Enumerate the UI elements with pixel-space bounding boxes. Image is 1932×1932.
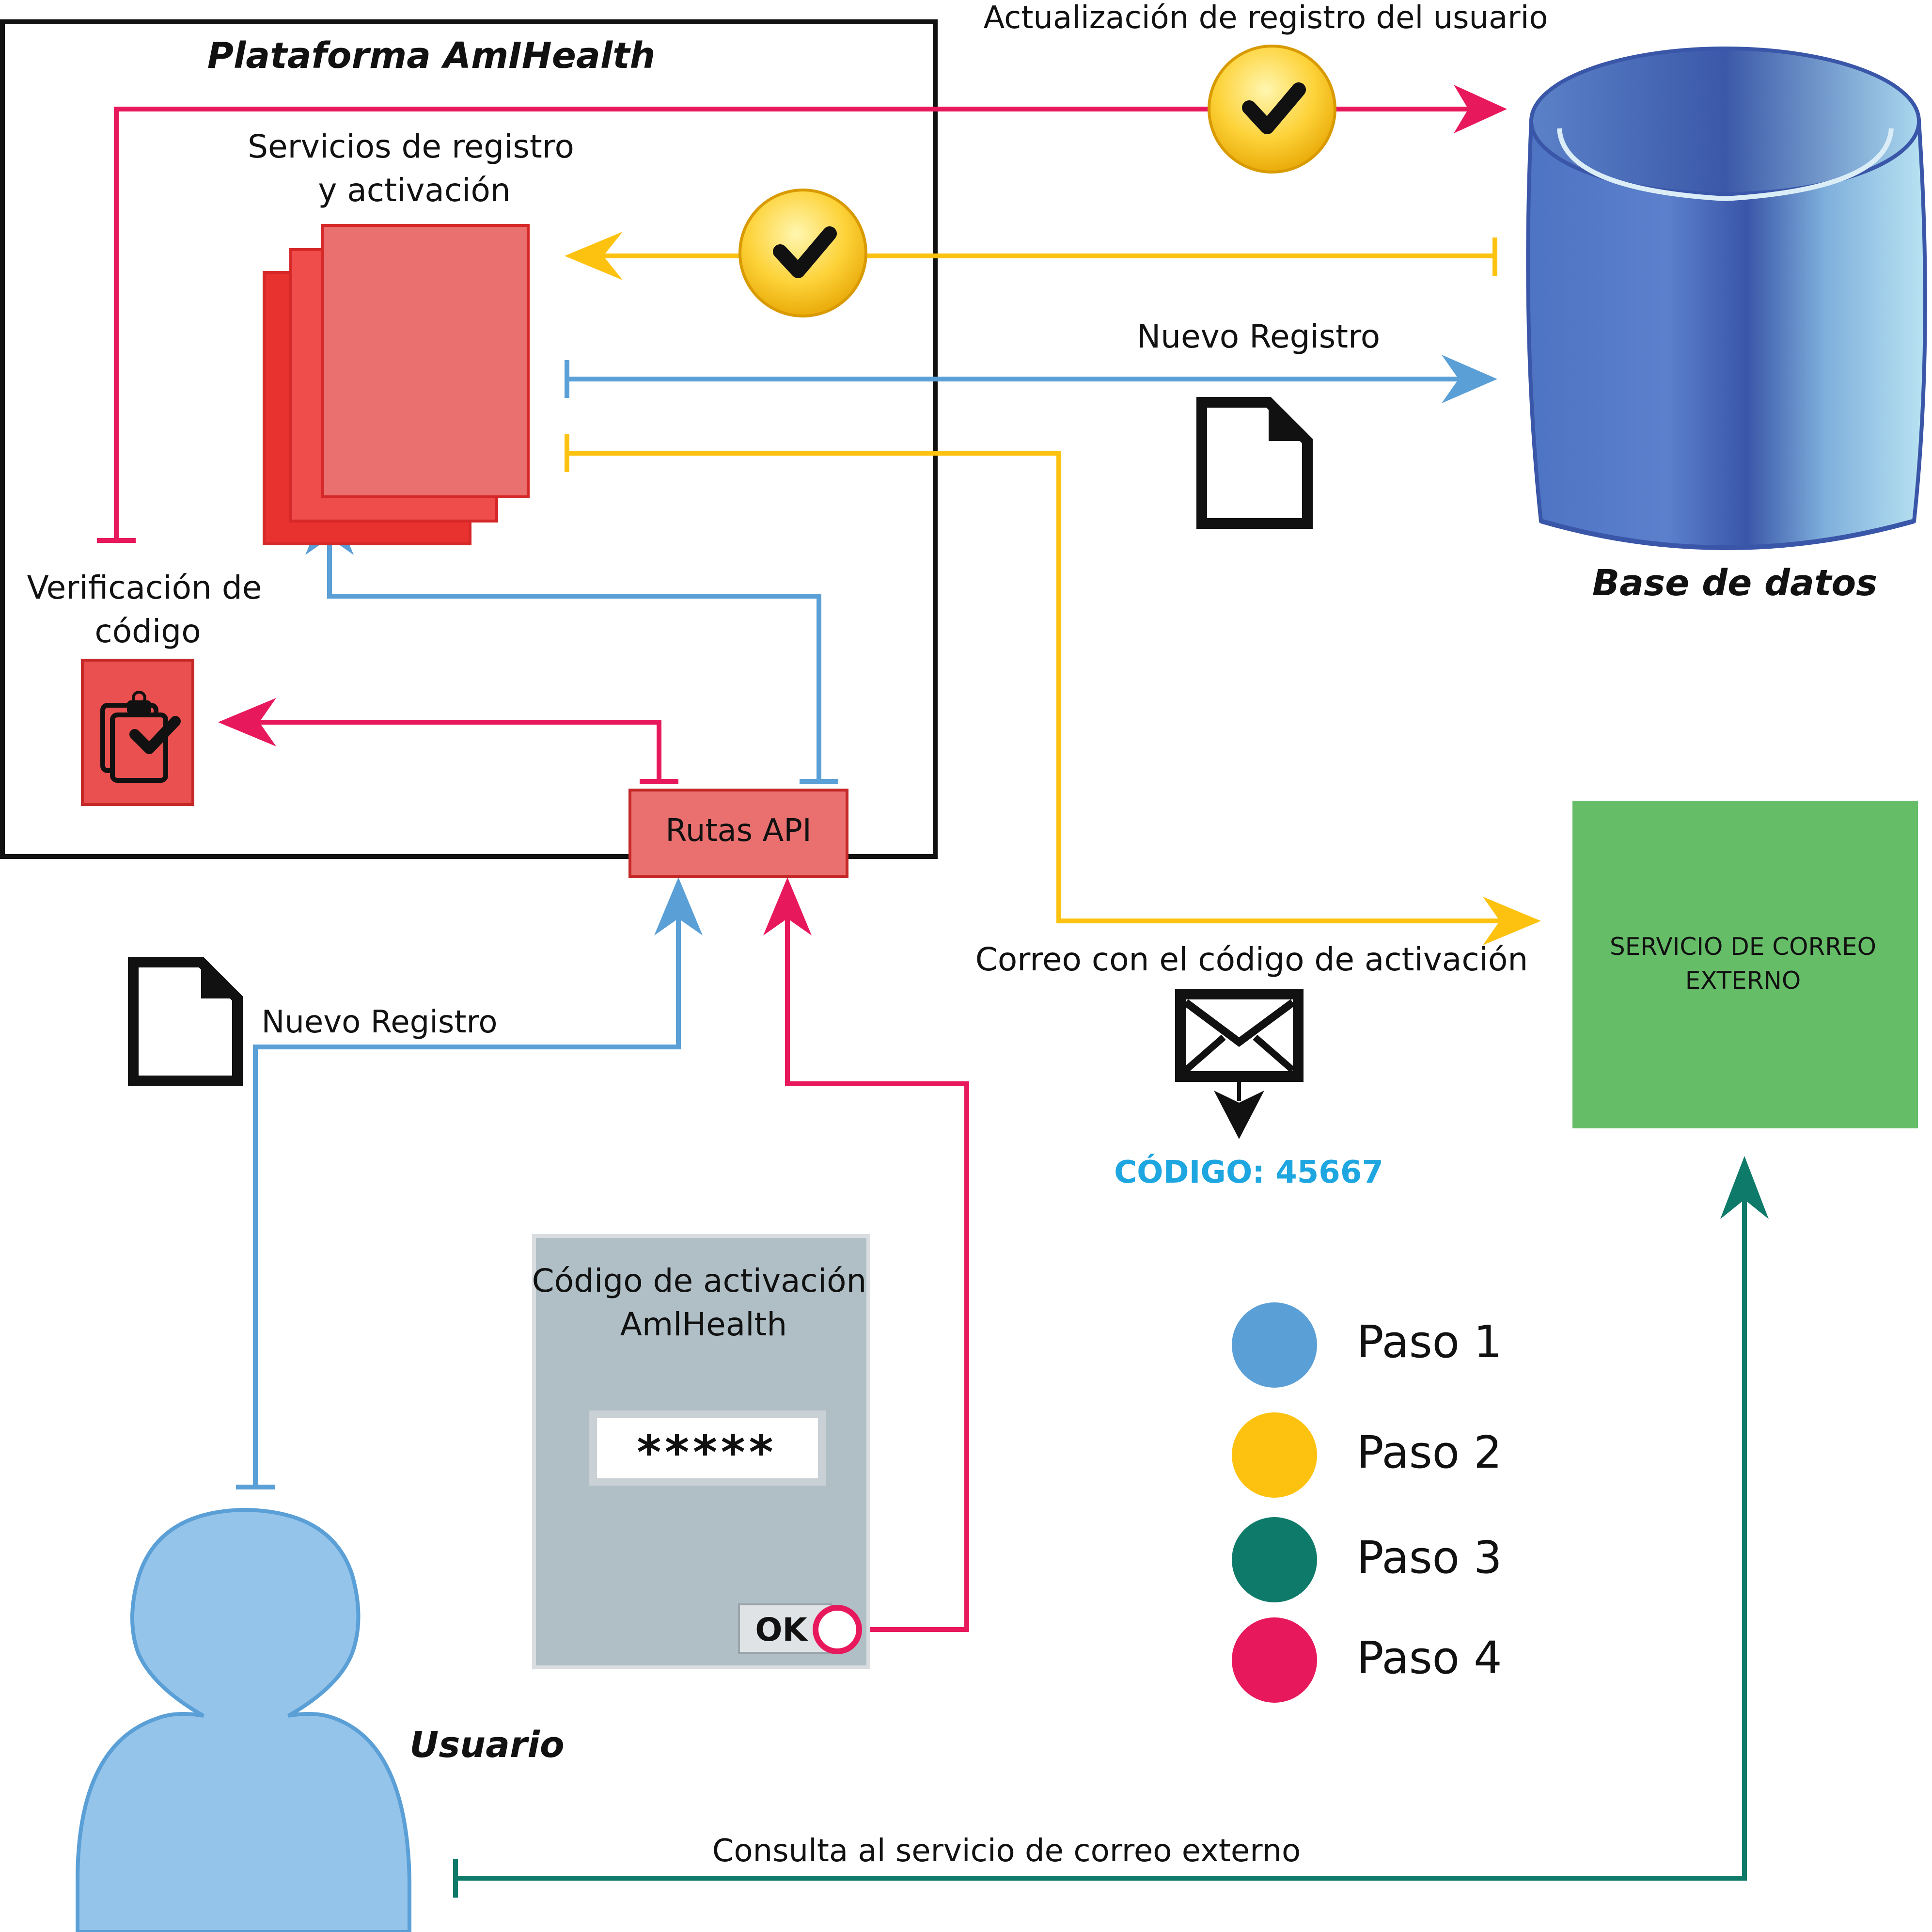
connector-api-to-verification (218, 698, 678, 784)
legend: Paso 1 Paso 2 Paso 3 Paso 4 (1232, 1302, 1502, 1703)
legend-label-paso3: Paso 3 (1357, 1532, 1502, 1584)
api-box: Rutas API (628, 789, 848, 878)
legend-item-paso1: Paso 1 (1232, 1302, 1502, 1388)
connector-services-to-email (565, 434, 1541, 945)
db-update-label: Actualización de registro del usuario (983, 0, 1548, 36)
check-icon-services (738, 189, 867, 317)
connector-ok-to-api (763, 877, 969, 1632)
legend-label-paso4: Paso 4 (1357, 1632, 1502, 1684)
ok-button-label: OK (755, 1611, 808, 1648)
consult-label: Consulta al servicio de correo externo (712, 1833, 1301, 1869)
database-cylinder-icon (1526, 47, 1927, 550)
connector-user-to-email-service (453, 1156, 1769, 1898)
legend-item-paso2: Paso 2 (1232, 1412, 1502, 1498)
email-service-label-line1: SERVICIO DE CORREO (1610, 933, 1876, 961)
connector-verification-to-db (97, 85, 1507, 543)
connector-user-to-api (236, 877, 703, 1489)
legend-label-paso1: Paso 1 (1357, 1316, 1502, 1368)
connector-services-to-db (565, 355, 1497, 403)
activation-code-input[interactable]: ***** (589, 1410, 826, 1486)
activation-code-input-value: ***** (635, 1425, 775, 1480)
document-icon-user (128, 957, 243, 1086)
check-icon-update (1208, 45, 1336, 174)
new-record-db-label: Nuevo Registro (1137, 318, 1380, 355)
ok-button[interactable]: OK (738, 1603, 862, 1654)
services-label-line2: y activación (318, 172, 510, 209)
envelope-icon (1175, 989, 1304, 1082)
services-stack (263, 224, 530, 545)
activation-code: CÓDIGO: 45667 (1114, 1154, 1383, 1190)
email-service-box: SERVICIO DE CORREO EXTERNO (1572, 801, 1918, 1128)
user-icon (76, 1507, 411, 1932)
activation-title-line1: Código de activación (532, 1262, 867, 1299)
verification-label-line1: Verificación de (27, 569, 262, 606)
email-label: Correo con el código de activación (975, 941, 1528, 978)
user-label: Usuario (409, 1724, 564, 1766)
legend-item-paso4: Paso 4 (1232, 1617, 1502, 1703)
verification-box (81, 659, 194, 806)
platform-title: Plataforma AmIHealth (207, 35, 656, 77)
document-icon-db (1196, 397, 1313, 529)
platform-frame: Plataforma AmIHealth (0, 19, 938, 859)
ok-button-connector (813, 1605, 862, 1654)
database-label: Base de datos (1592, 562, 1877, 604)
connector-db-to-services (565, 232, 1497, 280)
activation-title-line2: AmlHealth (620, 1306, 787, 1343)
email-service-label-line2: EXTERNO (1685, 966, 1801, 995)
verification-label-line2: código (94, 613, 201, 650)
legend-label-paso2: Paso 2 (1357, 1426, 1502, 1478)
new-record-user-label: Nuevo Registro (261, 1004, 497, 1040)
legend-item-paso3: Paso 3 (1232, 1517, 1502, 1602)
down-arrow-icon (1214, 1082, 1264, 1139)
clipboard-check-icon (100, 691, 181, 783)
services-label-line1: Servicios de registro (248, 128, 574, 165)
api-label: Rutas API (665, 813, 811, 849)
